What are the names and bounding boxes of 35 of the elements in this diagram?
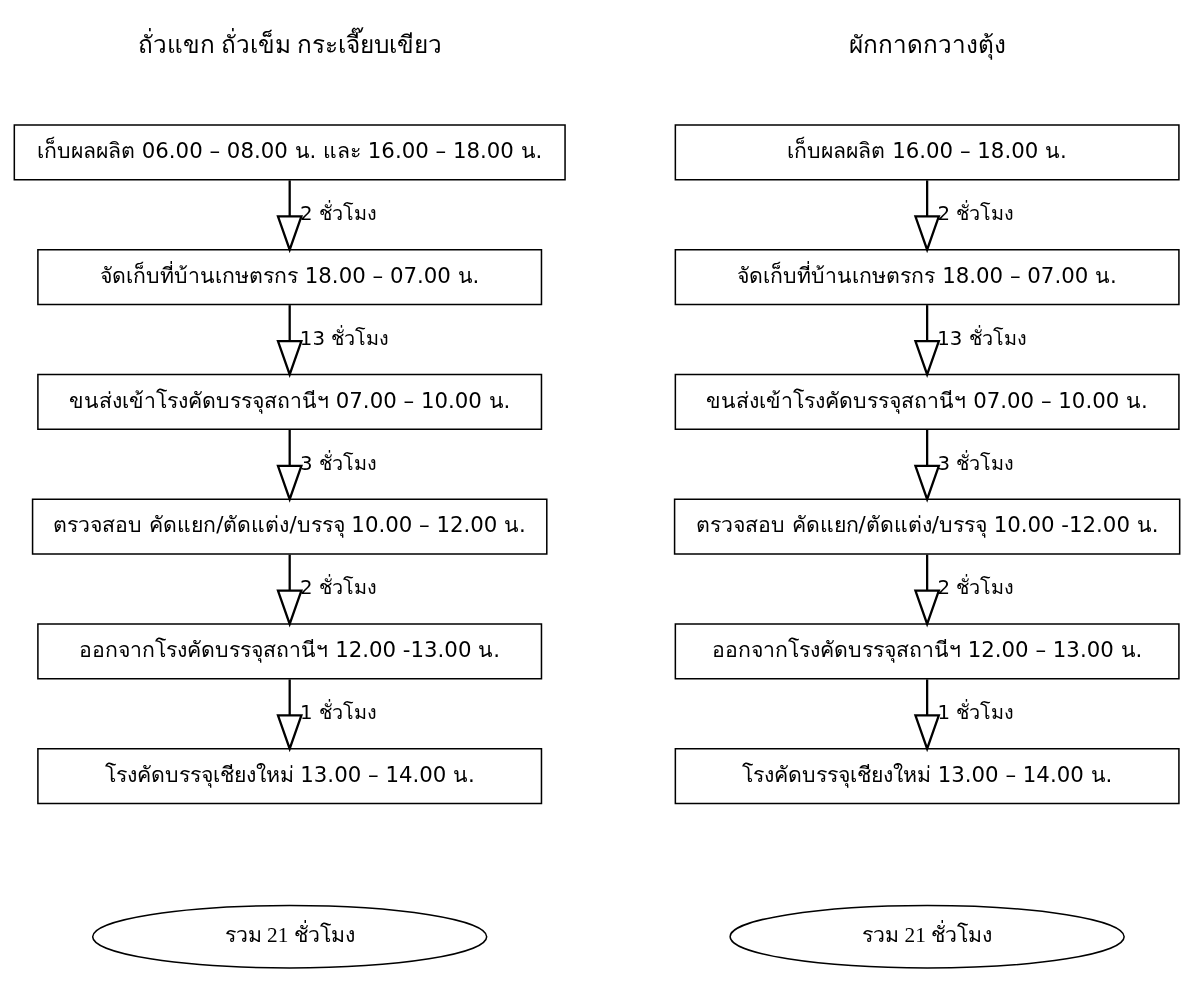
node-box: เก็บผลผลิต 06.00 – 08.00 น. และ 16.00 – 18.00 น.	[13, 123, 566, 181]
node-box: โรงคัดบรรจุเชียงใหม่ 13.00 – 14.00 น.	[674, 747, 1180, 804]
node-box: ขนส่งเข้าโรงคัดบรรจุสถานีฯ 07.00 – 10.00 น.	[37, 373, 543, 430]
arrow	[276, 678, 303, 752]
edge-label: 1 ชั่วโมง	[300, 700, 377, 724]
edge-label: 2 ชั่วโมง	[937, 201, 1015, 225]
label: ผักกาดกวางตุ้ง	[848, 30, 1006, 58]
arrow	[276, 179, 303, 253]
edge-label: 2 ชั่วโมง	[300, 575, 377, 599]
edge-label: 3 ชั่วโมง	[300, 451, 377, 474]
arrow	[913, 678, 941, 752]
node-ellipse: รวม 21 ชั่วโมง	[91, 904, 488, 969]
arrow	[276, 304, 303, 378]
node-box: เก็บผลผลิต 16.00 – 18.00 น.	[674, 123, 1180, 181]
node-box: จัดเก็บที่บ้านเกษตรกร 18.00 – 07.00 น.	[37, 248, 543, 305]
node-ellipse: รวม 21 ชั่วโมง	[729, 904, 1125, 969]
node-box: จัดเก็บที่บ้านเกษตรกร 18.00 – 07.00 น.	[674, 248, 1180, 305]
node-box: ตรวจสอบ คัดแยก/ตัดแต่ง/บรรจุ 10.00 -12.00 น.	[673, 498, 1181, 555]
node-box: ขนส่งเข้าโรงคัดบรรจุสถานีฯ 07.00 – 10.00 น.	[674, 373, 1180, 430]
arrow	[913, 554, 941, 627]
edge-label: 13 ชั่วโมง	[299, 326, 390, 350]
node-box: ตรวจสอบ คัดแยก/ตัดแต่ง/บรรจุ 10.00 – 12.00 น.	[31, 498, 548, 555]
edge-label: 2 ชั่วโมง	[300, 201, 377, 225]
edge-label: 3 ชั่วโมง	[937, 451, 1015, 474]
node-box: ออกจากโรงคัดบรรจุสถานีฯ 12.00 -13.00 น.	[37, 622, 543, 680]
edge-label: 1 ชั่วโมง	[937, 700, 1015, 724]
node-box: ออกจากโรงคัดบรรจุสถานีฯ 12.00 – 13.00 น.	[674, 622, 1180, 680]
arrow	[276, 429, 303, 503]
arrow	[913, 179, 941, 253]
arrow	[913, 429, 941, 503]
node-box: โรงคัดบรรจุเชียงใหม่ 13.00 – 14.00 น.	[37, 747, 543, 804]
arrow	[913, 304, 941, 378]
edge-label: 13 ชั่วโมง	[937, 326, 1027, 350]
arrow	[276, 554, 303, 627]
edge-label: 2 ชั่วโมง	[937, 575, 1015, 599]
